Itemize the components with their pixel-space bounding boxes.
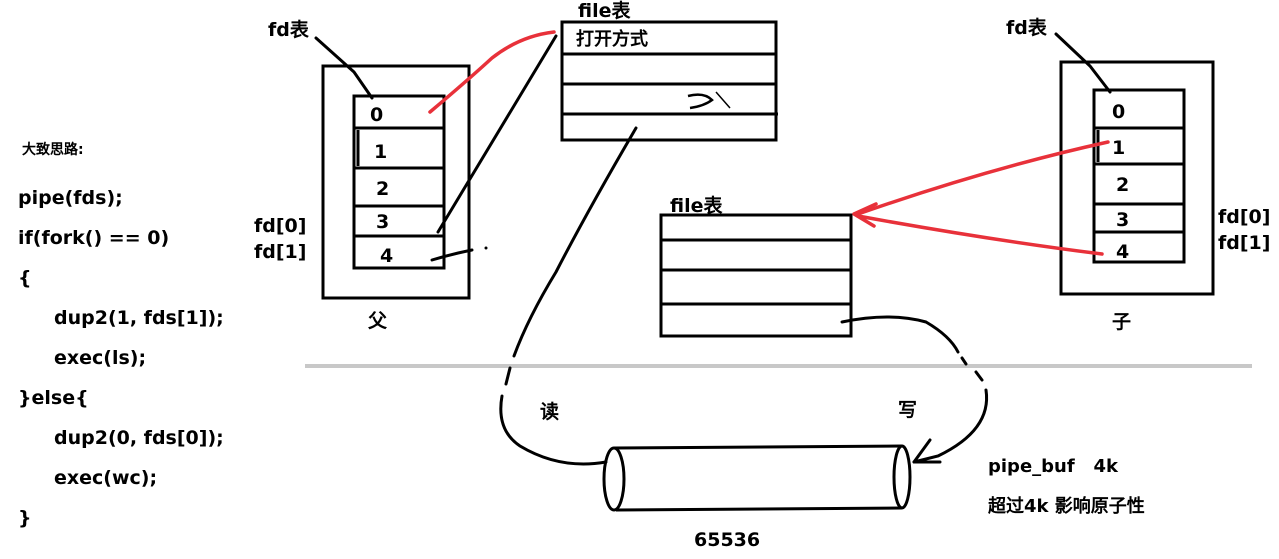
file-table-top-label: file表 [578, 0, 631, 22]
code-title: 大致思路: [22, 141, 84, 158]
parent-fd0-red-link [428, 30, 556, 114]
read-path-lower [499, 394, 608, 466]
code-line-7: dup2(0, fds[0]); [54, 427, 224, 449]
code-line-5: exec(ls); [54, 347, 146, 369]
red-arrowhead [852, 202, 878, 228]
parent-process: 0 1 2 3 4 fd表 fd[0] fd[1] 父 [254, 18, 471, 332]
write-arrowhead [912, 438, 942, 464]
child-fd-slot-4: 4 [1116, 241, 1129, 263]
parent-fd4-stub [430, 248, 474, 262]
write-path-upper [840, 315, 960, 354]
parent-process-box [321, 64, 471, 300]
file-table-top-row-0: 打开方式 [576, 28, 648, 50]
child-fd-slot-2: 2 [1116, 174, 1129, 196]
parent-fd-label-pointer [314, 36, 374, 100]
file-table-top-box [560, 20, 778, 142]
child-fd-table-box [1092, 88, 1186, 264]
file-table-top: file表 打开方式 [560, 0, 778, 142]
write-label: 写 [898, 399, 917, 421]
child-fd0-label: fd[0] [1218, 206, 1270, 228]
read-path-upper [512, 126, 638, 358]
scribble-mark [687, 93, 714, 110]
write-path-lower [912, 388, 989, 464]
child-fd-slot-1: 1 [1112, 137, 1125, 159]
code-line-8: exec(wc); [54, 467, 157, 489]
child-fd-slot-3: 3 [1116, 209, 1129, 231]
code-line-4: dup2(1, fds[1]); [54, 307, 224, 329]
child-process: 0 1 2 3 4 fd表 fd[0] fd[1] 子 [1006, 16, 1270, 333]
code-line-6: }else{ [18, 387, 89, 409]
pipe-buffer: 65536 [602, 444, 912, 551]
code-line-9: } [18, 507, 32, 529]
child-fd1-label: fd[1] [1218, 232, 1270, 254]
code-line-2: if(fork() == 0) [18, 227, 169, 249]
child-process-box [1059, 60, 1215, 296]
parent-fd-slot-1: 1 [374, 141, 387, 163]
parent-fd-slot-3: 3 [376, 211, 389, 233]
pipe-size-label: 65536 [694, 529, 760, 551]
file-table-mid: file表 [659, 194, 853, 338]
read-label: 读 [540, 400, 559, 423]
parent-fd3-link [436, 34, 558, 234]
parent-fd-table-box [352, 94, 446, 270]
parent-fd-table-label: fd表 [268, 18, 310, 41]
file-table-mid-label: file表 [670, 194, 723, 217]
parent-fd-slot-4: 4 [380, 245, 393, 267]
pipe-left-end [602, 446, 626, 512]
file-table-mid-box [659, 213, 853, 338]
child-fd-label-pointer [1054, 32, 1112, 94]
code-block: 大致思路: pipe(fds); if(fork() == 0) { dup2(… [18, 141, 224, 529]
code-line-3: { [18, 267, 32, 289]
child-fd4-red-arrow [856, 214, 1104, 256]
child-fd-slot-0: 0 [1112, 101, 1125, 123]
child-fd-table: 0 1 2 3 4 [1092, 88, 1186, 264]
parent-label: 父 [367, 310, 388, 332]
child-fd-table-label: fd表 [1006, 16, 1048, 39]
parent-fd0-label: fd[0] [254, 215, 306, 237]
atomicity-note: 超过4k 影响原子性 [988, 495, 1145, 517]
pipe-right-end [892, 444, 912, 510]
parent-fd-slot-2: 2 [376, 178, 389, 200]
parent-fd-table: 0 1 2 3 4 [352, 94, 446, 270]
code-line-1: pipe(fds); [18, 187, 123, 209]
child-label: 子 [1112, 311, 1131, 333]
pipe-buf-note: pipe_buf 4k [988, 456, 1119, 477]
parent-fd1-label: fd[1] [254, 241, 306, 263]
child-fd1-red-arrow [856, 140, 1110, 216]
parent-fd-slot-0: 0 [370, 104, 383, 126]
